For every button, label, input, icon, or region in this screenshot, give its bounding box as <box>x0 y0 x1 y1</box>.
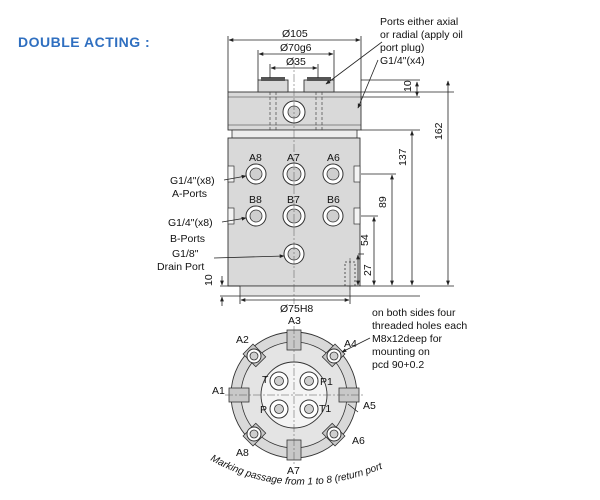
drain-size: G1/8" <box>172 248 199 260</box>
page-title: DOUBLE ACTING : <box>18 34 151 50</box>
drain-label: Drain Port <box>157 261 204 273</box>
dim-10-top: 10 <box>402 80 414 92</box>
a-ports-label: A-Ports <box>172 188 207 200</box>
dim-89: 89 <box>377 196 389 208</box>
label-a4: A4 <box>344 338 357 350</box>
b-ports-size: G1/4"(x8) <box>168 217 213 229</box>
mount-note: on both sides four threaded holes each M… <box>341 307 467 413</box>
label-p1: P1 <box>320 376 333 388</box>
label-a5: A5 <box>363 400 376 412</box>
port-note-line-2: or radial (apply oil <box>380 29 463 41</box>
right-dimensions: 10 162 137 89 54 27 <box>350 79 454 297</box>
label-a8: A8 <box>249 152 262 164</box>
top-view-labels: A1 A2 A3 A4 A5 A6 A7 A8 T P1 P T1 <box>212 315 376 477</box>
bottom-dimensions: 10 Ø75H8 <box>203 274 351 315</box>
dim-75h8: Ø75H8 <box>280 303 313 315</box>
label-a6-top: A6 <box>352 435 365 447</box>
front-port-labels: A8 A7 A6 B8 B7 B6 <box>249 152 340 206</box>
label-b6: B6 <box>327 194 340 206</box>
port-note-line-4: G1/4"(x4) <box>380 55 425 67</box>
label-b8: B8 <box>249 194 262 206</box>
label-a6: A6 <box>327 152 340 164</box>
label-a1: A1 <box>212 385 225 397</box>
dim-54: 54 <box>359 234 371 246</box>
mount-note-line-2: threaded holes each <box>372 320 467 332</box>
label-b7: B7 <box>287 194 300 206</box>
label-a7-top: A7 <box>287 465 300 477</box>
mount-note-line-1: on both sides four <box>372 307 456 319</box>
port-note-line-3: port plug) <box>380 42 424 54</box>
left-callouts: G1/4"(x8) A-Ports G1/4"(x8) B-Ports G1/8… <box>157 174 285 273</box>
top-view <box>225 326 364 464</box>
label-p: P <box>260 404 267 416</box>
label-t: T <box>262 374 269 386</box>
label-a8-top: A8 <box>236 447 249 459</box>
label-a2: A2 <box>236 334 249 346</box>
mount-note-line-3: M8x12deep for <box>372 333 443 345</box>
front-view <box>227 60 362 304</box>
label-a3: A3 <box>288 315 301 327</box>
label-t1: T1 <box>319 403 331 415</box>
dim-137: 137 <box>397 148 409 166</box>
axial-port-left <box>257 79 289 93</box>
dim-70g6: Ø70g6 <box>280 42 312 54</box>
mount-note-line-4: mounting on <box>372 346 430 358</box>
top-dimensions: Ø105 Ø70g6 Ø35 <box>227 28 362 92</box>
dim-162: 162 <box>433 122 445 140</box>
port-note: Ports either axial or radial (apply oil … <box>325 16 463 109</box>
mount-note-line-5: pcd 90+0.2 <box>372 359 424 371</box>
dim-105: Ø105 <box>282 28 308 40</box>
label-a7: A7 <box>287 152 300 164</box>
port-note-line-1: Ports either axial <box>380 16 458 28</box>
dim-10-bottom: 10 <box>203 274 215 286</box>
b-ports-label: B-Ports <box>170 233 205 245</box>
dim-35: Ø35 <box>286 56 306 68</box>
dim-27: 27 <box>362 264 374 276</box>
bottom-spigot <box>239 285 351 297</box>
a-ports-size: G1/4"(x8) <box>170 175 215 187</box>
